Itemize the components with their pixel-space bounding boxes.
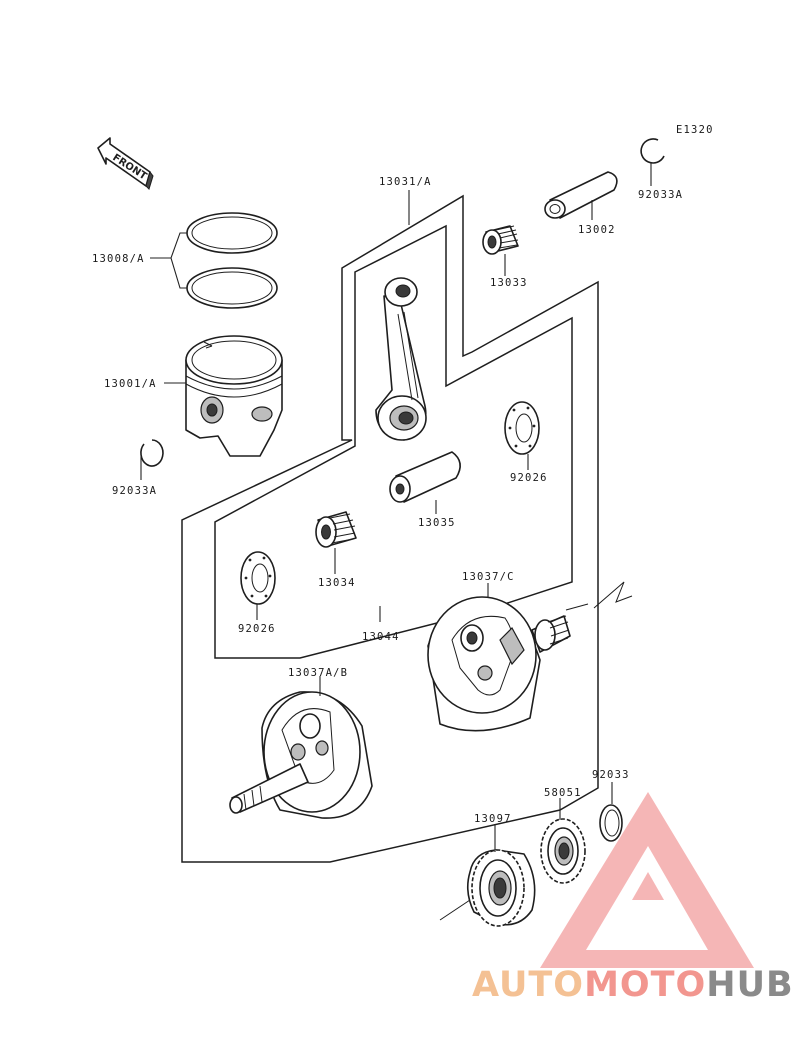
part-label-13034: 13034 xyxy=(318,577,356,589)
part-label-13002: 13002 xyxy=(578,224,616,236)
thrust-washer-upper xyxy=(504,401,540,455)
part-label-92033a-right: 92033A xyxy=(638,189,683,201)
watermark-word-auto: AUTO xyxy=(472,965,584,1005)
piston-pin-clip-left xyxy=(140,439,164,467)
part-label-13031-a: 13031/A xyxy=(379,176,432,188)
part-label-13008-a: 13008/A xyxy=(92,253,145,265)
crankshaft-right-flywheel xyxy=(427,581,633,732)
diagram-code: E1320 xyxy=(676,124,714,136)
part-label-92026-upper: 92026 xyxy=(510,472,548,484)
needle-bearing-small-end xyxy=(482,225,519,255)
piston-rings xyxy=(186,212,278,309)
part-label-13037a-b: 13037A/B xyxy=(288,667,348,679)
front-arrow-icon: FRONT xyxy=(97,137,154,190)
automotohub-watermark: AUTOMOTOHUB xyxy=(472,792,794,1005)
part-label-13035: 13035 xyxy=(418,517,456,529)
piston-pin xyxy=(544,171,618,219)
part-label-92033: 92033 xyxy=(592,769,630,781)
watermark-triangle-icon xyxy=(540,792,754,968)
part-label-13097: 13097 xyxy=(474,813,512,825)
needle-bearing-big-end xyxy=(315,511,357,548)
part-label-92026-lower: 92026 xyxy=(238,623,276,635)
watermark-word-moto: MOTO xyxy=(584,965,706,1005)
thrust-washer-lower xyxy=(240,551,276,605)
crankshaft-gear-small xyxy=(540,818,586,884)
part-label-13001-a: 13001/A xyxy=(104,378,157,390)
piston xyxy=(185,335,283,457)
svg-text:AUTOMOTOHUB: AUTOMOTOHUB xyxy=(472,965,794,1005)
piston-pin-clip-right xyxy=(640,138,665,164)
gear-circlip xyxy=(599,804,623,842)
crankshaft-gear-large xyxy=(439,849,536,927)
watermark-word-hub: HUB xyxy=(706,965,793,1005)
part-label-58051: 58051 xyxy=(544,787,582,799)
crankshaft-left-flywheel xyxy=(229,691,373,819)
part-label-13044: 13044 xyxy=(362,631,400,643)
part-label-92033a-left: 92033A xyxy=(112,485,157,497)
part-label-13033: 13033 xyxy=(490,277,528,289)
connecting-rod xyxy=(375,277,427,441)
crank-pin xyxy=(389,451,461,503)
part-label-13037-c: 13037/C xyxy=(462,571,515,583)
